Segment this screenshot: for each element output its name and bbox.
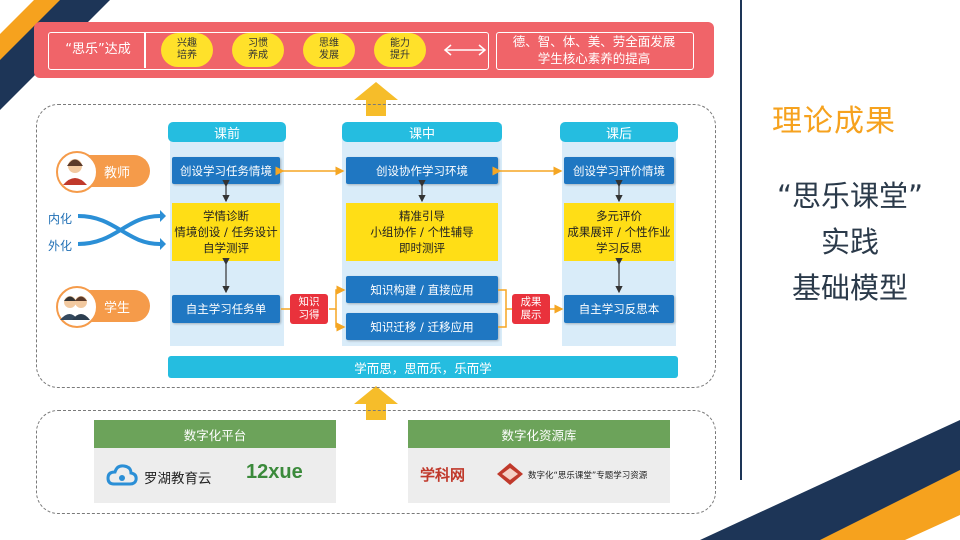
pre-bottom-box: 自主学习任务单 — [172, 295, 280, 323]
in-class-header: 课中 — [342, 122, 502, 142]
mid-middle-box: 精准引导 小组协作 / 个性辅导 即时测评 — [346, 203, 498, 261]
right-line-1: “思乐课堂” — [776, 179, 924, 213]
cloud-icon — [106, 464, 138, 486]
goal-banner: “思乐”达成 兴趣 培养 习惯 养成 思维 发展 能力 提升 德、智、体、美、劳… — [34, 22, 714, 78]
banner-divider — [144, 32, 146, 68]
double-arrow-icon — [443, 44, 487, 56]
model-region — [36, 104, 716, 388]
post-top-box: 创设学习评价情境 — [564, 157, 674, 184]
cross-arrows-icon — [77, 210, 166, 250]
pill-ability: 能力 提升 — [374, 33, 426, 67]
banner-label: “思乐”达成 — [65, 42, 131, 57]
post-class-header: 课后 — [560, 122, 678, 142]
right-title: 理论成果 — [772, 104, 896, 139]
mid-bottom-box-1: 知识构建 / 直接应用 — [346, 276, 498, 303]
platform-logo-12xue: 12xue — [246, 461, 303, 483]
right-line-2: 实践 — [820, 225, 879, 259]
mid-top-box: 创设协作学习环境 — [346, 157, 498, 184]
pre-middle-box: 学情诊断 情境创设 / 任务设计 自学测评 — [172, 203, 280, 261]
teacher-avatar-icon — [56, 151, 98, 193]
externalize-label: 外化 — [48, 239, 73, 253]
support-region — [36, 410, 716, 514]
platform-item-1: 罗湖教育云 — [144, 471, 212, 487]
knowledge-acquisition-box: 知识 习得 — [290, 294, 328, 324]
pill-habit: 习惯 养成 — [232, 33, 284, 67]
right-line-3: 基础模型 — [791, 271, 908, 305]
goal-line-1: 德、智、体、美、劳全面发展 — [512, 34, 676, 49]
resources-body — [408, 448, 670, 503]
resources-header: 数字化资源库 — [408, 420, 670, 448]
post-bottom-box: 自主学习反思本 — [564, 295, 674, 323]
pre-top-box: 创设学习任务情境 — [172, 157, 280, 184]
banner-frame-right — [496, 32, 694, 70]
motto-bar: 学而思，思而乐，乐而学 — [168, 356, 678, 378]
vertical-divider — [740, 0, 742, 480]
student-avatar-icon — [56, 286, 98, 328]
post-middle-box: 多元评价 成果展评 / 个性作业 学习反思 — [564, 203, 674, 261]
pill-interest: 兴趣 培养 — [161, 33, 213, 67]
goal-line-2: 学生核心素养的提高 — [537, 51, 651, 66]
up-arrow-top — [354, 82, 398, 116]
platform-header: 数字化平台 — [94, 420, 336, 448]
banner-frame-left — [48, 32, 489, 70]
pill-thinking: 思维 发展 — [303, 33, 355, 67]
results-display-box: 成果 展示 — [512, 294, 550, 324]
up-arrow-bottom — [354, 386, 398, 420]
resource-logo-icon — [497, 463, 523, 485]
mid-bottom-box-2: 知识迁移 / 迁移应用 — [346, 313, 498, 340]
internalize-label: 内化 — [48, 212, 73, 226]
pre-class-header: 课前 — [168, 122, 286, 142]
bottom-right-decoration — [700, 420, 960, 540]
flow-connectors — [222, 166, 623, 332]
resources-item-2: 数字化“思乐课堂”专题学习资源 — [528, 471, 648, 481]
resources-logo-xkw: 学科网 — [420, 466, 466, 484]
